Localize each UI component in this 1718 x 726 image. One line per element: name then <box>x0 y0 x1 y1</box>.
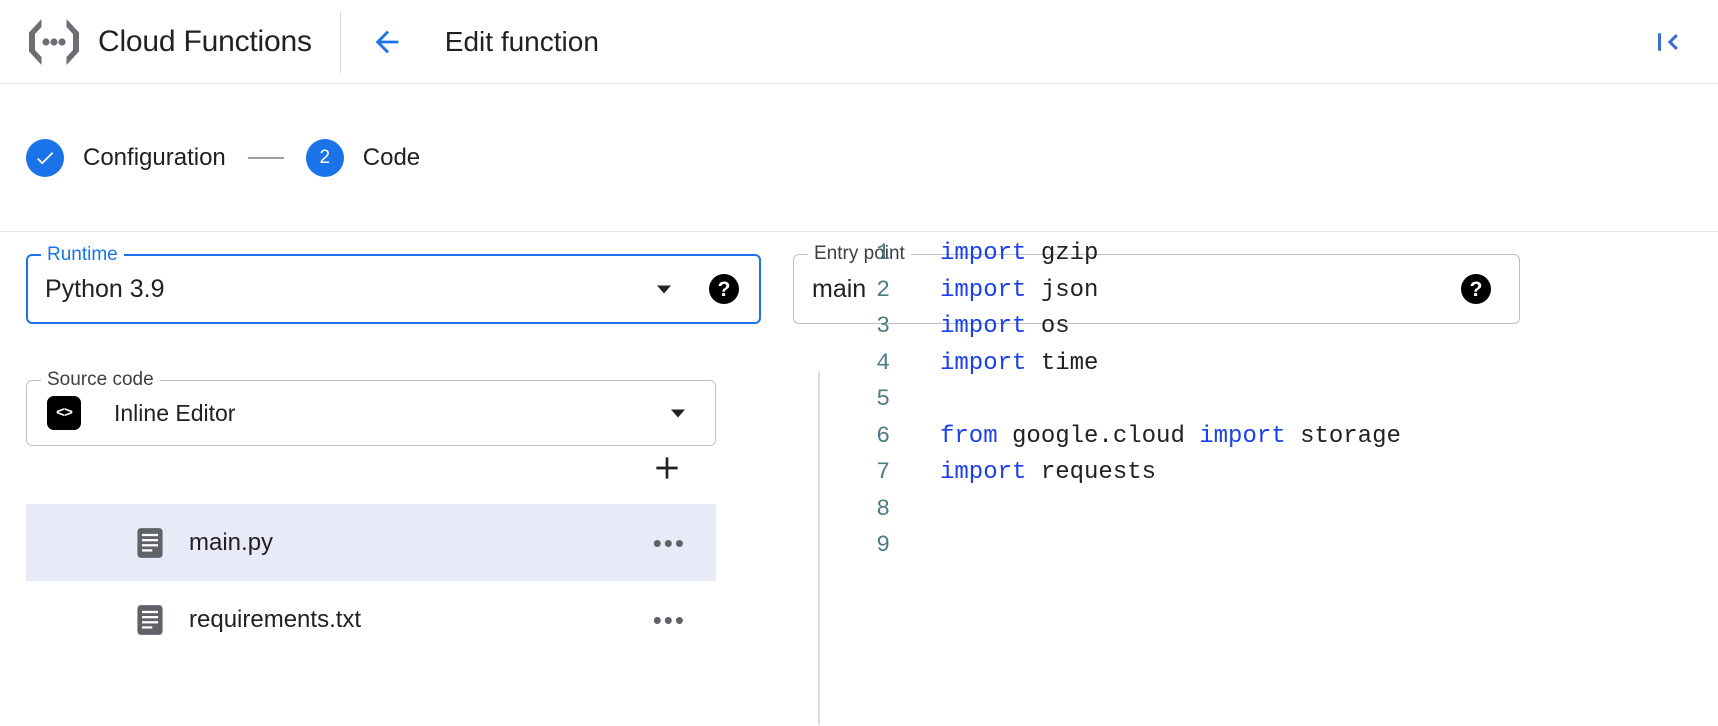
line-number: 4 <box>876 349 890 376</box>
runtime-label: Runtime <box>41 245 124 265</box>
entry-point-value[interactable]: main <box>812 274 867 303</box>
runtime-value: Python 3.9 <box>45 274 165 303</box>
code-token: gzip <box>1026 240 1099 267</box>
brand-area[interactable]: Cloud Functions <box>0 0 340 83</box>
entry-point-input[interactable]: Entry point main ? <box>793 244 1520 324</box>
file-icon <box>137 604 163 635</box>
app-header: Cloud Functions Edit function <box>0 0 1718 84</box>
file-name: requirements.txt <box>189 605 362 633</box>
code-token: google.cloud <box>997 422 1200 450</box>
code-keyword: import <box>940 276 1027 304</box>
code-keyword: from <box>940 422 998 450</box>
code-line: 2 import json <box>840 277 1718 314</box>
line-number: 7 <box>876 459 890 485</box>
code-token: json <box>1026 276 1099 304</box>
plus-icon <box>656 457 678 479</box>
cloud-functions-logo-icon <box>29 18 79 65</box>
code-keyword: import <box>1199 422 1286 450</box>
chevron-down-glyph <box>657 285 671 294</box>
brand-title: Cloud Functions <box>98 24 312 58</box>
line-number: 5 <box>876 386 890 412</box>
inline-editor-code-icon: <> <box>47 396 81 430</box>
code-token: storage <box>1285 422 1401 450</box>
panel-split-divider[interactable] <box>818 372 820 725</box>
check-icon <box>37 151 54 164</box>
code-keyword: import <box>940 459 1027 486</box>
chevron-down-glyph <box>671 409 685 418</box>
runtime-help-icon[interactable]: ? <box>709 274 739 304</box>
file-list-item-main-py[interactable]: main.py ••• <box>26 504 716 581</box>
code-text[interactable]: import os <box>940 313 1070 340</box>
file-name: main.py <box>189 528 274 556</box>
code-line: 4 import time <box>840 350 1718 387</box>
code-token: time <box>1026 349 1099 377</box>
line-number: 3 <box>876 313 890 339</box>
line-number: 8 <box>876 495 890 522</box>
collapse-panel-icon <box>1658 32 1678 51</box>
line-number: 1 <box>876 240 890 266</box>
code-keyword: import <box>940 240 1027 267</box>
content-area: Runtime Python 3.9 ? Entry point main ? … <box>0 232 1718 725</box>
stepper-step-configuration[interactable]: Configuration <box>26 138 226 177</box>
entry-point-label: Entry point <box>808 244 911 264</box>
code-line: 5 <box>840 386 1718 423</box>
code-line: 9 <box>840 532 1718 569</box>
line-number: 6 <box>876 422 890 449</box>
code-line: 3 import os <box>840 313 1718 350</box>
file-list: main.py ••• requirements.txt ••• <box>26 504 716 658</box>
source-code-select[interactable]: Source code <> Inline Editor <box>26 370 716 446</box>
code-line: 8 <box>840 496 1718 533</box>
arrow-left-icon <box>375 30 399 53</box>
add-file-button[interactable] <box>645 446 689 490</box>
code-editor[interactable]: 1 import gzip 2 import json 3 import os 4 impor… <box>840 240 1718 725</box>
line-number: 2 <box>876 276 890 303</box>
runtime-select[interactable]: Runtime Python 3.9 ? <box>26 245 761 324</box>
code-line: 7 import requests <box>840 459 1718 496</box>
header-divider <box>339 10 341 73</box>
code-line: 1 import gzip <box>840 240 1718 277</box>
collapse-panel-button[interactable] <box>1648 22 1688 62</box>
code-token: requests <box>1026 459 1157 486</box>
file-list-item-requirements-txt[interactable]: requirements.txt ••• <box>26 581 716 658</box>
code-text[interactable]: import json <box>940 277 1098 304</box>
stepper-label-code: Code <box>362 143 421 171</box>
entry-point-help-icon[interactable]: ? <box>1461 274 1491 304</box>
step-marker-complete <box>26 138 64 177</box>
page-title: Edit function <box>444 25 599 57</box>
code-text[interactable]: import requests <box>940 459 1156 486</box>
code-text[interactable]: import time <box>940 350 1098 377</box>
file-overflow-menu-button[interactable]: ••• <box>652 604 686 635</box>
chevron-down-icon[interactable] <box>651 276 677 302</box>
stepper-connector <box>247 156 284 159</box>
stepper-step-code[interactable]: 2 Code <box>305 138 421 177</box>
back-button[interactable] <box>363 18 411 66</box>
code-line: 6 from google.cloud import storage <box>840 423 1718 460</box>
chevron-down-icon[interactable] <box>665 400 691 426</box>
wizard-stepper: Configuration 2 Code <box>0 84 1718 232</box>
code-keyword: import <box>940 349 1027 377</box>
code-text[interactable]: import gzip <box>940 240 1098 267</box>
line-number: 9 <box>876 532 890 558</box>
file-icon <box>137 527 163 558</box>
file-overflow-menu-button[interactable]: ••• <box>652 527 686 558</box>
code-keyword: import <box>940 313 1027 340</box>
source-code-label: Source code <box>41 370 160 390</box>
source-code-value: Inline Editor <box>114 399 236 426</box>
code-text[interactable]: from google.cloud import storage <box>940 423 1401 450</box>
stepper-label-configuration: Configuration <box>83 143 226 171</box>
step-marker-2: 2 <box>305 138 344 177</box>
code-token: os <box>1026 313 1070 340</box>
